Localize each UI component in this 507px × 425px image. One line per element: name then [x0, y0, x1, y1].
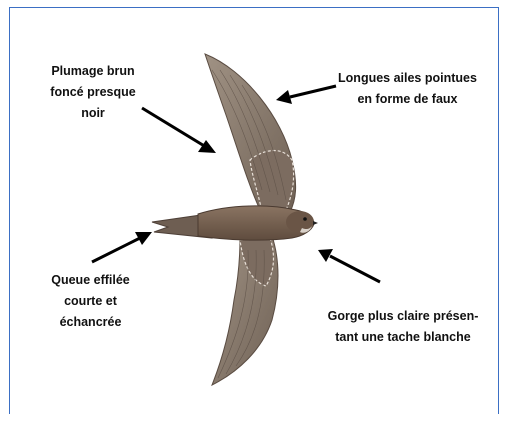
label-wings-line-1: Longues ailes pointues [330, 68, 485, 89]
label-wings: Longues ailes pointues en forme de faux [330, 68, 485, 110]
label-plumage-line-3: noir [28, 103, 158, 124]
label-throat-line-2: tant une tache blanche [318, 327, 488, 348]
eye [303, 217, 307, 221]
beak [313, 221, 318, 225]
label-throat: Gorge plus claire présen- tant une tache… [318, 306, 488, 348]
arrow-throat [330, 256, 380, 282]
label-plumage: Plumage brun foncé presque noir [28, 61, 158, 124]
label-tail-line-2: courte et [38, 291, 143, 312]
label-tail-line-1: Queue effilée [38, 270, 143, 291]
label-tail: Queue effilée courte et échancrée [38, 270, 143, 333]
label-throat-line-1: Gorge plus claire présen- [318, 306, 488, 327]
label-tail-line-3: échancrée [38, 312, 143, 333]
arrow-wings-head [276, 90, 292, 104]
label-plumage-line-1: Plumage brun [28, 61, 158, 82]
arrow-plumage-head [198, 140, 216, 153]
label-plumage-line-2: foncé presque [28, 82, 158, 103]
label-wings-line-2: en forme de faux [330, 89, 485, 110]
arrow-tail [92, 238, 140, 262]
